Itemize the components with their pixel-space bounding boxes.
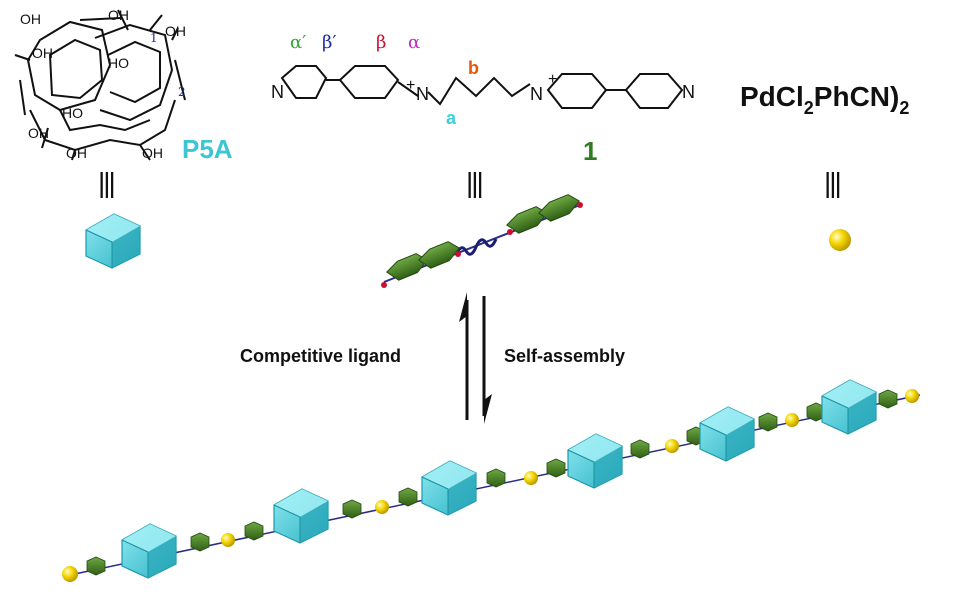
supramolecular-polymer-chain xyxy=(62,379,921,582)
self-assembly-label: Self-assembly xyxy=(504,346,625,366)
compound-number: 1 xyxy=(583,136,597,166)
ligand-equivalence: ||| xyxy=(466,167,482,198)
ho-label-lower: HO xyxy=(62,105,83,121)
label-b: b xyxy=(468,58,479,78)
p5a-equivalence: ||| xyxy=(98,167,114,198)
ligand-structure xyxy=(280,65,684,109)
ligand-n-right: N xyxy=(682,82,695,102)
label-beta-prime: β′ xyxy=(322,32,337,53)
ligand-n-pyridinium-1: N xyxy=(416,84,429,104)
position-1-label: 1 xyxy=(150,31,158,45)
equilibrium-arrows xyxy=(459,292,492,424)
p5a-cube-icon xyxy=(85,213,141,269)
label-beta: β xyxy=(376,32,386,53)
oh-label-bottom: OH xyxy=(66,145,87,161)
oh-label-top-left: OH xyxy=(20,11,41,27)
oh-label-lower-left: OH xyxy=(28,125,49,141)
oh-label-top: OH xyxy=(108,7,129,23)
oh-label-bottom-right: OH xyxy=(142,145,163,161)
ligand-plus-2: + xyxy=(548,71,557,88)
ligand-n-left: N xyxy=(271,82,284,102)
pd-sphere-icon xyxy=(829,229,851,251)
label-a: a xyxy=(446,108,457,128)
ho-label-center: HO xyxy=(108,55,129,71)
pillararene-structure xyxy=(14,9,186,161)
ligand-cartoon xyxy=(381,194,583,288)
p5a-name: P5A xyxy=(182,134,233,164)
competitive-ligand-label: Competitive ligand xyxy=(240,346,401,366)
ligand-n-pyridinium-2: N xyxy=(530,84,543,104)
ligand-plus-1: + xyxy=(406,77,415,94)
pd-formula: PdCl2PhCN)2 xyxy=(740,81,909,118)
label-alpha-prime: α′ xyxy=(290,32,306,53)
oh-label-top-right: OH xyxy=(165,23,186,39)
label-alpha: α xyxy=(408,32,420,53)
position-2-label: 2 xyxy=(178,85,186,99)
ho-label-left: OH xyxy=(32,45,53,61)
pd-equivalence: ||| xyxy=(824,167,840,198)
